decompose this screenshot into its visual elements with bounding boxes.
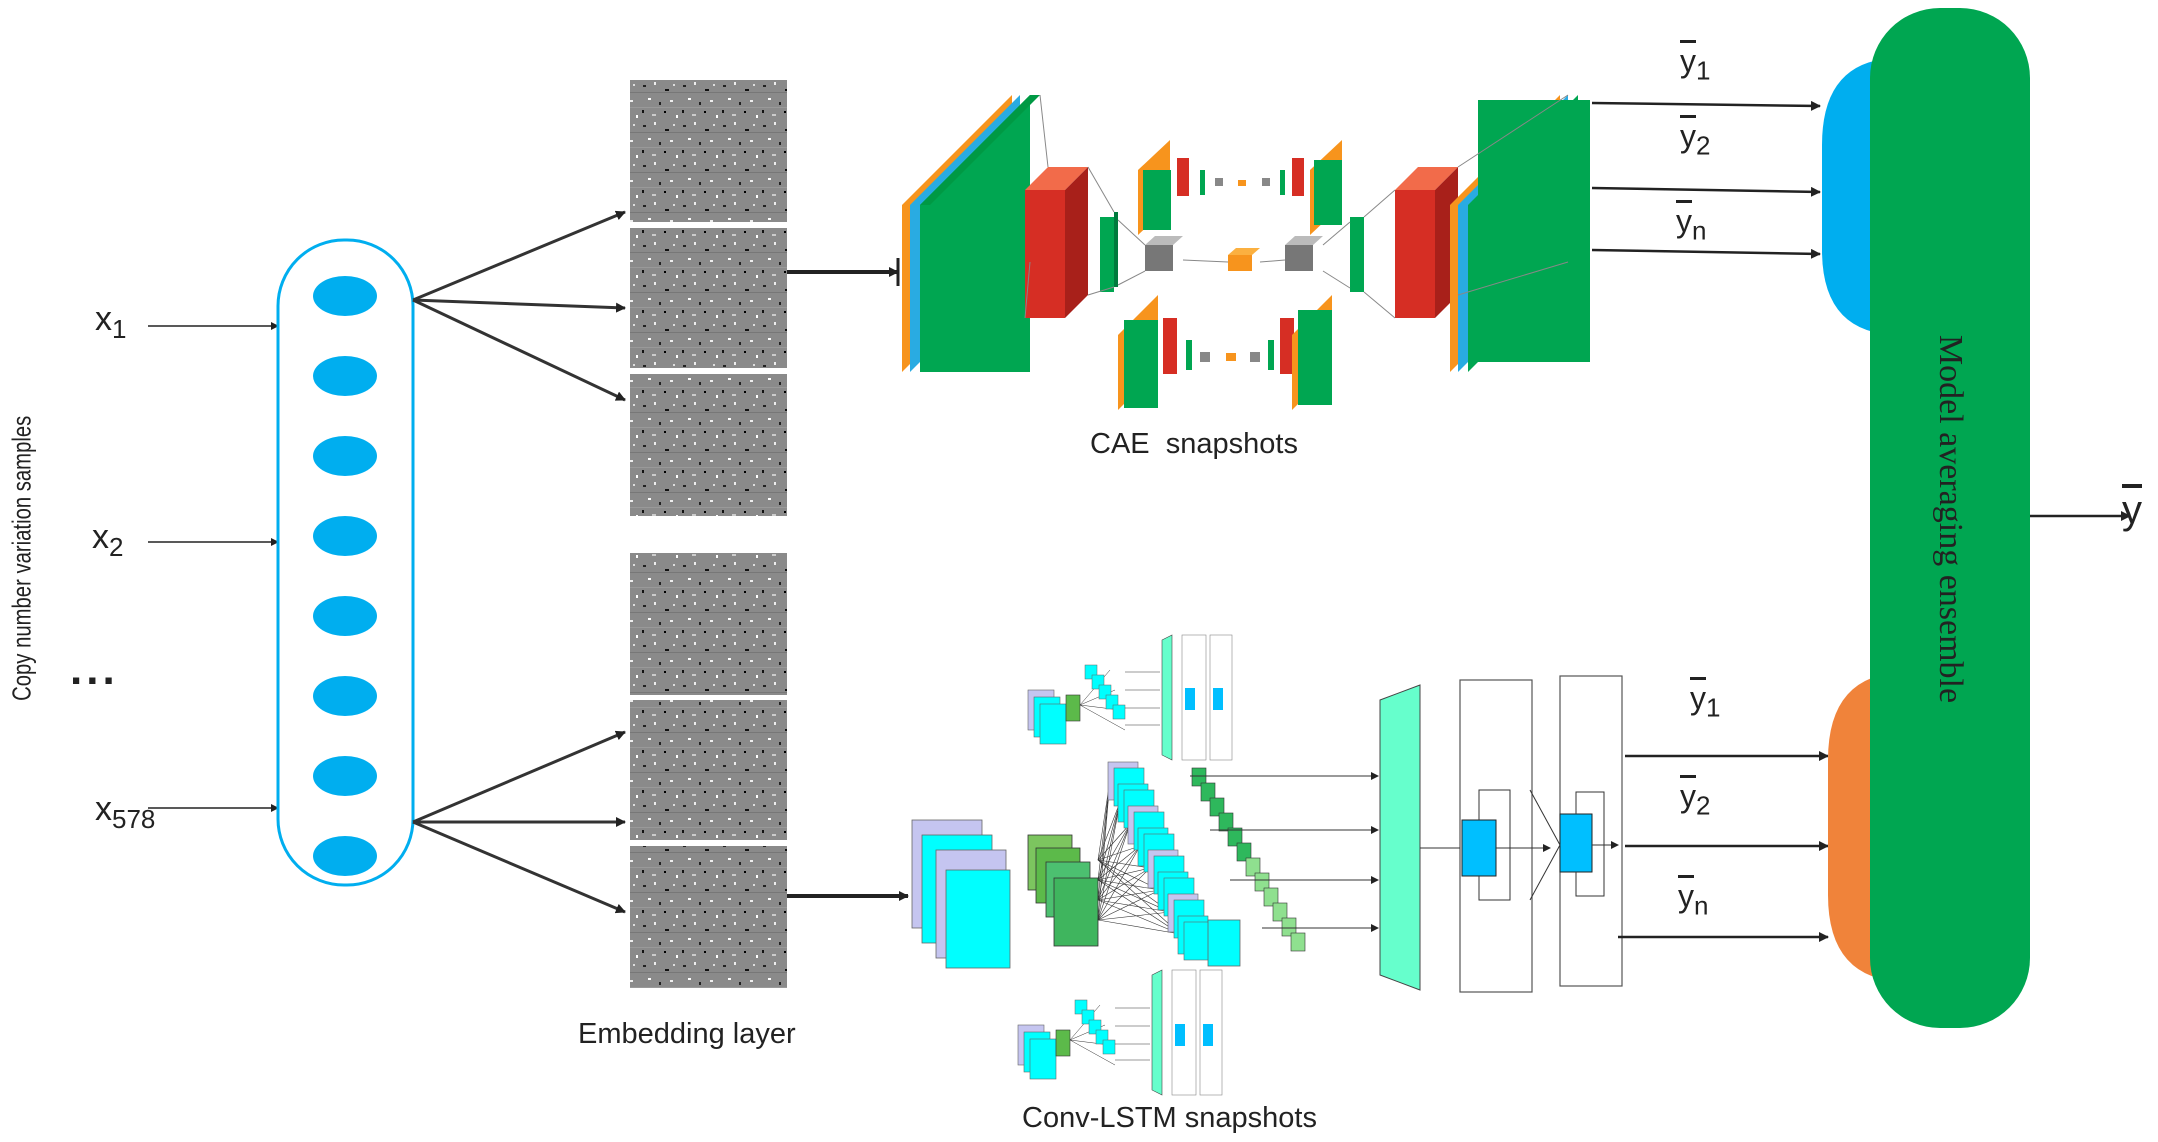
input-node xyxy=(313,276,377,316)
lstm-pool-map xyxy=(1263,887,1279,907)
lstm-output-n: yn xyxy=(1678,878,1709,921)
final-output-label: y xyxy=(2122,488,2142,532)
lstm-pool-map xyxy=(1200,782,1216,802)
embedding-label: Embedding layer xyxy=(578,1018,796,1050)
lstm-output-2: y2 xyxy=(1680,778,1711,821)
input-nodes xyxy=(313,276,377,876)
embedding-image xyxy=(630,80,787,222)
lstm-pool-map xyxy=(1218,812,1234,832)
input-node xyxy=(313,836,377,876)
lstm-snapshot-lower xyxy=(1017,969,1223,1096)
input-node xyxy=(313,356,377,396)
cae-label: CAE snapshots xyxy=(1090,428,1298,460)
input-label-x578: x578 xyxy=(95,790,156,834)
input-label-x2: x2 xyxy=(92,518,124,562)
lstm-snapshot-upper xyxy=(1027,634,1233,761)
input-node xyxy=(313,676,377,716)
cae-output-n: yn xyxy=(1676,203,1707,246)
embedding-images-top xyxy=(630,80,787,516)
embedding-image xyxy=(630,553,787,695)
ensemble-bar xyxy=(1870,8,2030,1028)
lstm-cell-1 xyxy=(1420,679,1551,993)
ensemble-label: Model averaging ensemble xyxy=(1932,334,1969,704)
convlstm-label: Conv-LSTM snapshots xyxy=(1022,1102,1317,1134)
cae-output-1: y1 xyxy=(1680,43,1711,86)
input-node xyxy=(313,516,377,556)
cae-snapshot-upper xyxy=(1138,140,1342,235)
lstm-feature-map xyxy=(1207,919,1241,967)
lstm-pool-map xyxy=(1245,857,1261,877)
input-ellipsis: ... xyxy=(70,645,119,694)
lstm-pool-map xyxy=(1209,797,1225,817)
cae-bottleneck xyxy=(1145,245,1173,271)
cae-decoder-red xyxy=(1395,167,1458,318)
lstm-output-1: y1 xyxy=(1690,680,1721,723)
embedding-image xyxy=(630,846,787,988)
lstm-output-arrows xyxy=(1618,751,1829,942)
embedding-arrows xyxy=(412,210,626,914)
input-layer xyxy=(276,238,415,887)
side-label: Copy number variation samples xyxy=(6,415,37,701)
cae-decoder-stack xyxy=(1450,95,1590,372)
input-node xyxy=(313,436,377,476)
lstm-pool-map xyxy=(1236,842,1252,862)
input-layer-container xyxy=(276,238,415,887)
input-label-x1: x1 xyxy=(95,300,127,344)
cae-encoder-small xyxy=(1100,217,1114,292)
cae-network xyxy=(902,94,1590,410)
embedding-image xyxy=(630,700,787,840)
lstm-cell-2 xyxy=(1529,675,1623,987)
cae-encoder-red xyxy=(1025,167,1088,318)
lstm-network xyxy=(911,634,1623,1096)
lstm-pool-map xyxy=(1191,767,1207,787)
input-arrows xyxy=(148,322,279,812)
lstm-pool-map xyxy=(1272,902,1288,922)
input-node xyxy=(313,756,377,796)
cae-encoder-stack xyxy=(902,95,1040,372)
lstm-pool-map xyxy=(1290,932,1306,952)
input-node xyxy=(313,596,377,636)
lstm-pool-map xyxy=(1227,827,1243,847)
embedding-image xyxy=(630,228,787,368)
lstm-pool-map xyxy=(1281,917,1297,937)
lstm-pool-map xyxy=(1254,872,1270,892)
cae-output-arrows xyxy=(1591,100,1821,259)
embedding-images-bottom xyxy=(630,553,787,988)
embedding-image xyxy=(630,374,787,516)
cae-output-2: y2 xyxy=(1680,118,1711,161)
lstm-dense-layer xyxy=(1379,684,1421,991)
cae-snapshot-lower xyxy=(1118,295,1332,410)
